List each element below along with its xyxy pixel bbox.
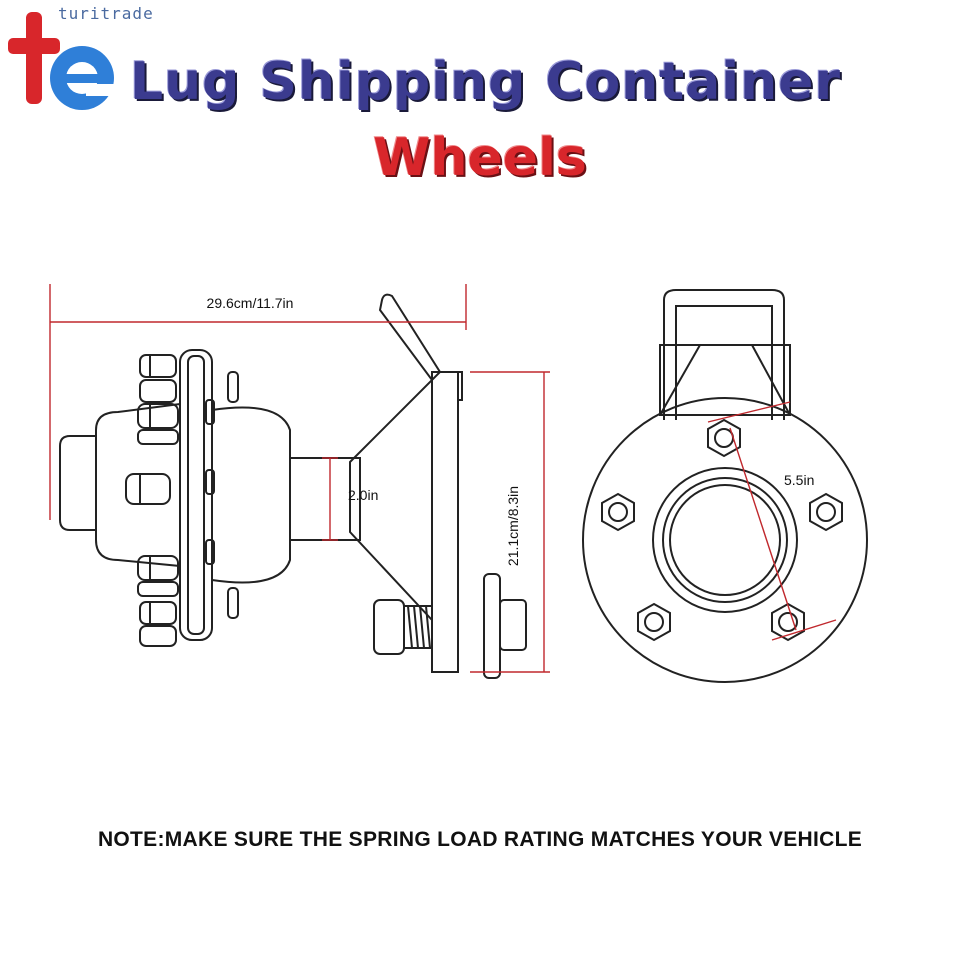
dim-bolt-spacing: 5.5in (784, 472, 814, 488)
brand-logo (8, 12, 116, 110)
flange-disk (582, 397, 868, 683)
dimension-lines (49, 284, 837, 673)
dim-plate-height: 21.1cm/8.3in (505, 486, 521, 566)
bearing-housing (211, 406, 291, 584)
clamp-plate (483, 573, 501, 679)
center-bore (652, 467, 798, 613)
lug-holes (601, 418, 843, 642)
logo-letter-t (8, 12, 60, 104)
title-line-1: Lug Shipping Container (130, 52, 841, 112)
dim-overall-length: 29.6cm/11.7in (207, 295, 294, 311)
bolt-head (373, 599, 405, 655)
front-view (582, 289, 868, 683)
mounting-plate (431, 371, 459, 673)
spring-rating-note: NOTE:MAKE SURE THE SPRING LOAD RATING MA… (97, 828, 863, 851)
lug-nuts (125, 354, 179, 647)
handle-loop (663, 289, 785, 420)
logo-letter-e (50, 46, 116, 110)
hub-cap (59, 435, 97, 531)
title-line-2: Wheels (373, 128, 587, 188)
brand-name: turitrade (58, 4, 154, 23)
lifting-arm (378, 293, 442, 382)
side-view (59, 293, 527, 679)
wheel-flange (179, 349, 213, 641)
dim-shaft-diameter: 2.0in (348, 487, 378, 503)
